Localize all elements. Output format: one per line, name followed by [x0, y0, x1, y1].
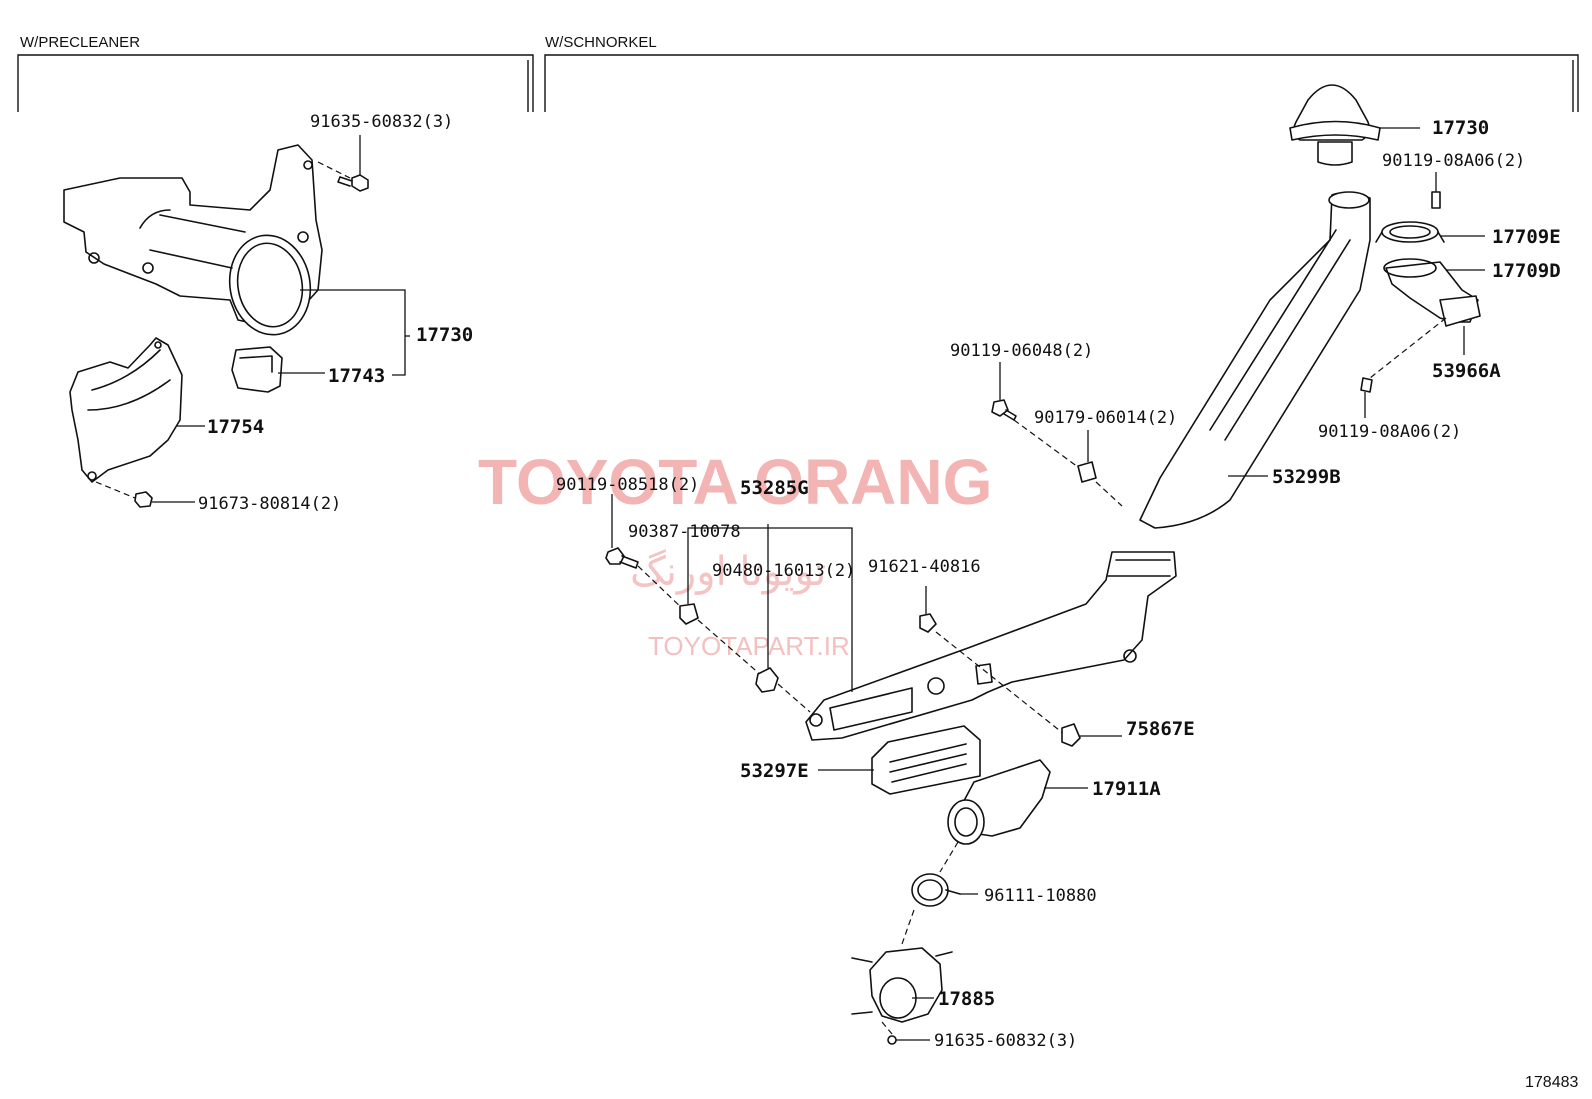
label-90179-06014: 90179-06014(2)	[1034, 408, 1177, 428]
label-17730-schnorkel: 17730	[1432, 117, 1489, 139]
label-91635-60832-top: 91635-60832(3)	[310, 112, 453, 132]
precleaner-assembly-drawing	[63, 135, 410, 508]
section-bracket-schnorkel	[544, 54, 1579, 112]
label-75867e: 75867E	[1126, 718, 1195, 740]
label-90387-10078: 90387-10078	[628, 522, 741, 542]
watermark: TOYOTA ORANG تویوتا اورنگ TOYOTAPART.IR	[478, 446, 992, 661]
label-17709e: 17709E	[1492, 226, 1561, 248]
label-90119-08a06-bottom: 90119-08A06(2)	[1318, 422, 1461, 442]
label-53966a: 53966A	[1432, 360, 1501, 382]
section-label-schnorkel: W/SCHNORKEL	[545, 34, 657, 51]
label-90119-08a06-top: 90119-08A06(2)	[1382, 151, 1525, 171]
label-17911a: 17911A	[1092, 778, 1161, 800]
label-53297e: 53297E	[740, 760, 809, 782]
watermark-brand-fa: تویوتا اورنگ	[630, 549, 826, 595]
figure-number: 178483	[1525, 1074, 1578, 1091]
label-90119-06048: 90119-06048(2)	[950, 341, 1093, 361]
watermark-brand: TOYOTA ORANG	[478, 446, 992, 518]
label-91673-80814: 91673-80814(2)	[198, 494, 341, 514]
label-90119-08518: 90119-08518(2)	[556, 475, 699, 495]
label-90480-16013: 90480-16013(2)	[712, 561, 855, 581]
label-53299b: 53299B	[1272, 466, 1341, 488]
label-91635-60832-bottom: 91635-60832(3)	[934, 1031, 1077, 1051]
label-96111-10880: 96111-10880	[984, 886, 1097, 906]
label-17885: 17885	[938, 988, 995, 1010]
label-17754: 17754	[207, 416, 264, 438]
watermark-url: TOYOTAPART.IR	[648, 631, 850, 661]
label-17730-precleaner: 17730	[416, 324, 473, 346]
section-bracket-precleaner	[17, 54, 534, 112]
section-label-precleaner: W/PRECLEANER	[20, 34, 140, 51]
label-17743: 17743	[328, 365, 385, 387]
label-17709d: 17709D	[1492, 260, 1561, 282]
schnorkel-assembly-drawing	[605, 84, 1485, 1045]
label-53285g: 53285G	[740, 477, 809, 499]
label-91621-40816: 91621-40816	[868, 557, 981, 577]
